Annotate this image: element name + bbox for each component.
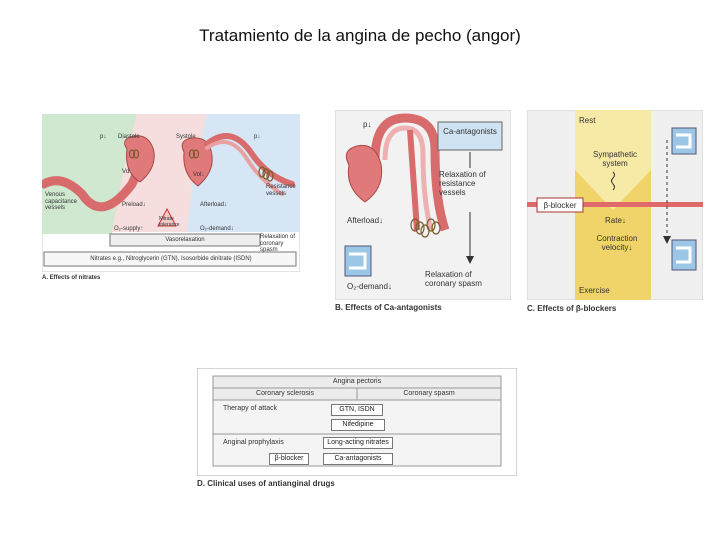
panel-a-vasorelaxation: Vasorelaxation bbox=[165, 237, 205, 243]
panel-a-caption: A. Effects of nitrates bbox=[42, 275, 101, 281]
panel-d-beta-blocker-box: β-blocker bbox=[269, 453, 309, 465]
panel-a-systole: Systole bbox=[176, 134, 196, 140]
panel-a: p↓ Diastole Systole p↓ Vd Vol↓ Venous ca… bbox=[42, 114, 300, 272]
panel-d-col-left: Coronary sclerosis bbox=[256, 390, 314, 397]
panel-c: Rest Sympathetic system β-blocker Rate↓ … bbox=[527, 110, 703, 300]
panel-c-contraction: Contraction velocity↓ bbox=[596, 234, 638, 253]
panel-a-p-left: p↓ bbox=[100, 134, 107, 140]
panel-c-beta-blocker: β-blocker bbox=[543, 201, 577, 210]
panel-b-o2-demand: O₂-demand↓ bbox=[347, 282, 392, 291]
panel-a-o2-demand: O₂-demand↓ bbox=[200, 226, 234, 232]
panel-a-illustration bbox=[42, 114, 300, 272]
panel-d-caption: D. Clinical uses of antianginal drugs bbox=[197, 479, 335, 488]
panel-b-caption: B. Effects of Ca-antagonists bbox=[335, 303, 442, 312]
panel-b-ca-antagonists: Ca-antagonists bbox=[443, 127, 497, 136]
panel-c-sympathetic: Sympathetic system bbox=[592, 150, 638, 169]
panel-a-nitrate-tolerance: Nitrate tolerance bbox=[159, 216, 180, 228]
panel-a-afterload: Afterload↓ bbox=[200, 202, 228, 208]
panel-a-nitrates-line: Nitrates e.g., Nitroglycerin (GTN), Isos… bbox=[90, 256, 252, 262]
panel-a-preload: Preload↓ bbox=[122, 202, 146, 208]
panel-d-ca-antagonists-box: Ca-antagonists bbox=[323, 453, 393, 465]
panel-b: p↓ Ca-antagonists Relaxation of resistan… bbox=[335, 110, 511, 300]
panel-b-relax-coronary: Relaxation of coronary spasm bbox=[425, 270, 482, 289]
panel-d-col-right: Coronary spasm bbox=[403, 390, 455, 397]
panel-a-vol: Vol↓ bbox=[193, 172, 205, 178]
panel-a-resistance: Resistance vessels bbox=[266, 184, 296, 197]
panel-b-p: p↓ bbox=[363, 120, 372, 129]
panel-d: Angina pectoris Coronary sclerosis Coron… bbox=[197, 368, 517, 476]
panel-d-gtn-box: GTN, ISDN bbox=[331, 404, 383, 416]
panel-c-rest: Rest bbox=[579, 116, 596, 125]
panel-b-illustration bbox=[335, 110, 511, 300]
panel-d-long-nitrates-box: Long-acting nitrates bbox=[323, 437, 393, 449]
panel-b-relax-resistance: Relaxation of resistance vessels bbox=[439, 170, 486, 198]
panel-c-exercise: Exercise bbox=[579, 286, 610, 295]
panel-a-o2-supply: O₂-supply↑ bbox=[114, 226, 144, 232]
panel-a-relaxation-coronary: Relaxation of coronary spasm bbox=[260, 234, 296, 254]
panel-b-afterload: Afterload↓ bbox=[347, 216, 384, 225]
panel-a-vd: Vd bbox=[122, 169, 130, 175]
panel-c-illustration bbox=[527, 110, 703, 300]
panel-a-diastole: Diastole bbox=[118, 134, 140, 140]
panel-c-caption: C. Effects of β-blockers bbox=[527, 304, 617, 313]
panel-a-venous: Venous capacitance vessels bbox=[45, 192, 78, 212]
panel-c-rate: Rate↓ bbox=[605, 216, 626, 225]
panel-a-p-right: p↓ bbox=[254, 134, 261, 140]
panel-d-nifedipine-box: Nifedipine bbox=[331, 419, 385, 431]
panel-d-header: Angina pectoris bbox=[332, 378, 382, 385]
panel-d-row-prophylaxis: Anginal prophylaxis bbox=[223, 439, 284, 446]
page-title: Tratamiento de la angina de pecho (angor… bbox=[199, 26, 521, 45]
panel-d-row-attack: Therapy of attack bbox=[223, 405, 278, 412]
